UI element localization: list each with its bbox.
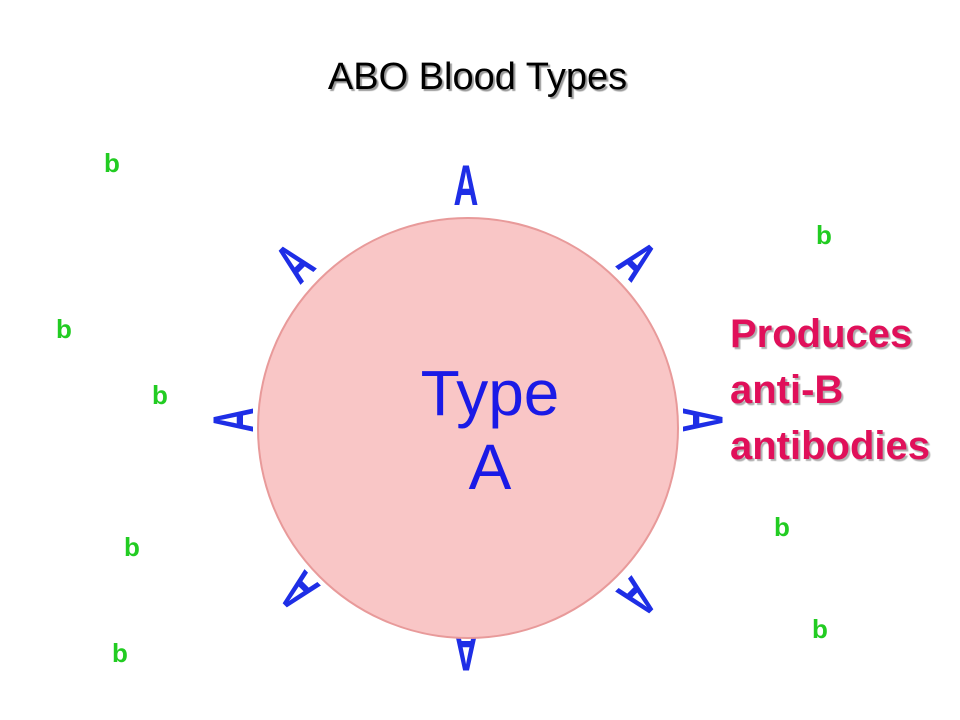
antigen-label: A [202, 408, 266, 433]
antibody-b: b [104, 148, 120, 178]
antigen-left: A [202, 408, 266, 433]
note-line-3: antibodies [730, 424, 931, 468]
red-blood-cell [257, 217, 679, 639]
antibody-note: Produces anti-B antibodies [730, 306, 960, 474]
cell-type-word: Type [420, 357, 560, 429]
cell-type-label: Type A [380, 356, 600, 504]
antibody-b: b [774, 512, 790, 542]
antigen-label: A [454, 154, 479, 218]
antibody-b: b [816, 220, 832, 250]
antigen-top: A [454, 154, 479, 218]
cell-type-letter: A [468, 431, 512, 503]
antibody-b: b [124, 532, 140, 562]
antibody-b: b [56, 314, 72, 344]
antibody-b: b [112, 638, 128, 668]
antigen-label: A [669, 408, 733, 433]
antibody-b: b [152, 380, 168, 410]
note-line-1: Produces [730, 312, 913, 356]
note-line-2: anti-B [730, 368, 844, 412]
antigen-right: A [669, 408, 733, 433]
diagram-title: ABO Blood Types [327, 56, 628, 98]
antibody-b: b [812, 614, 828, 644]
